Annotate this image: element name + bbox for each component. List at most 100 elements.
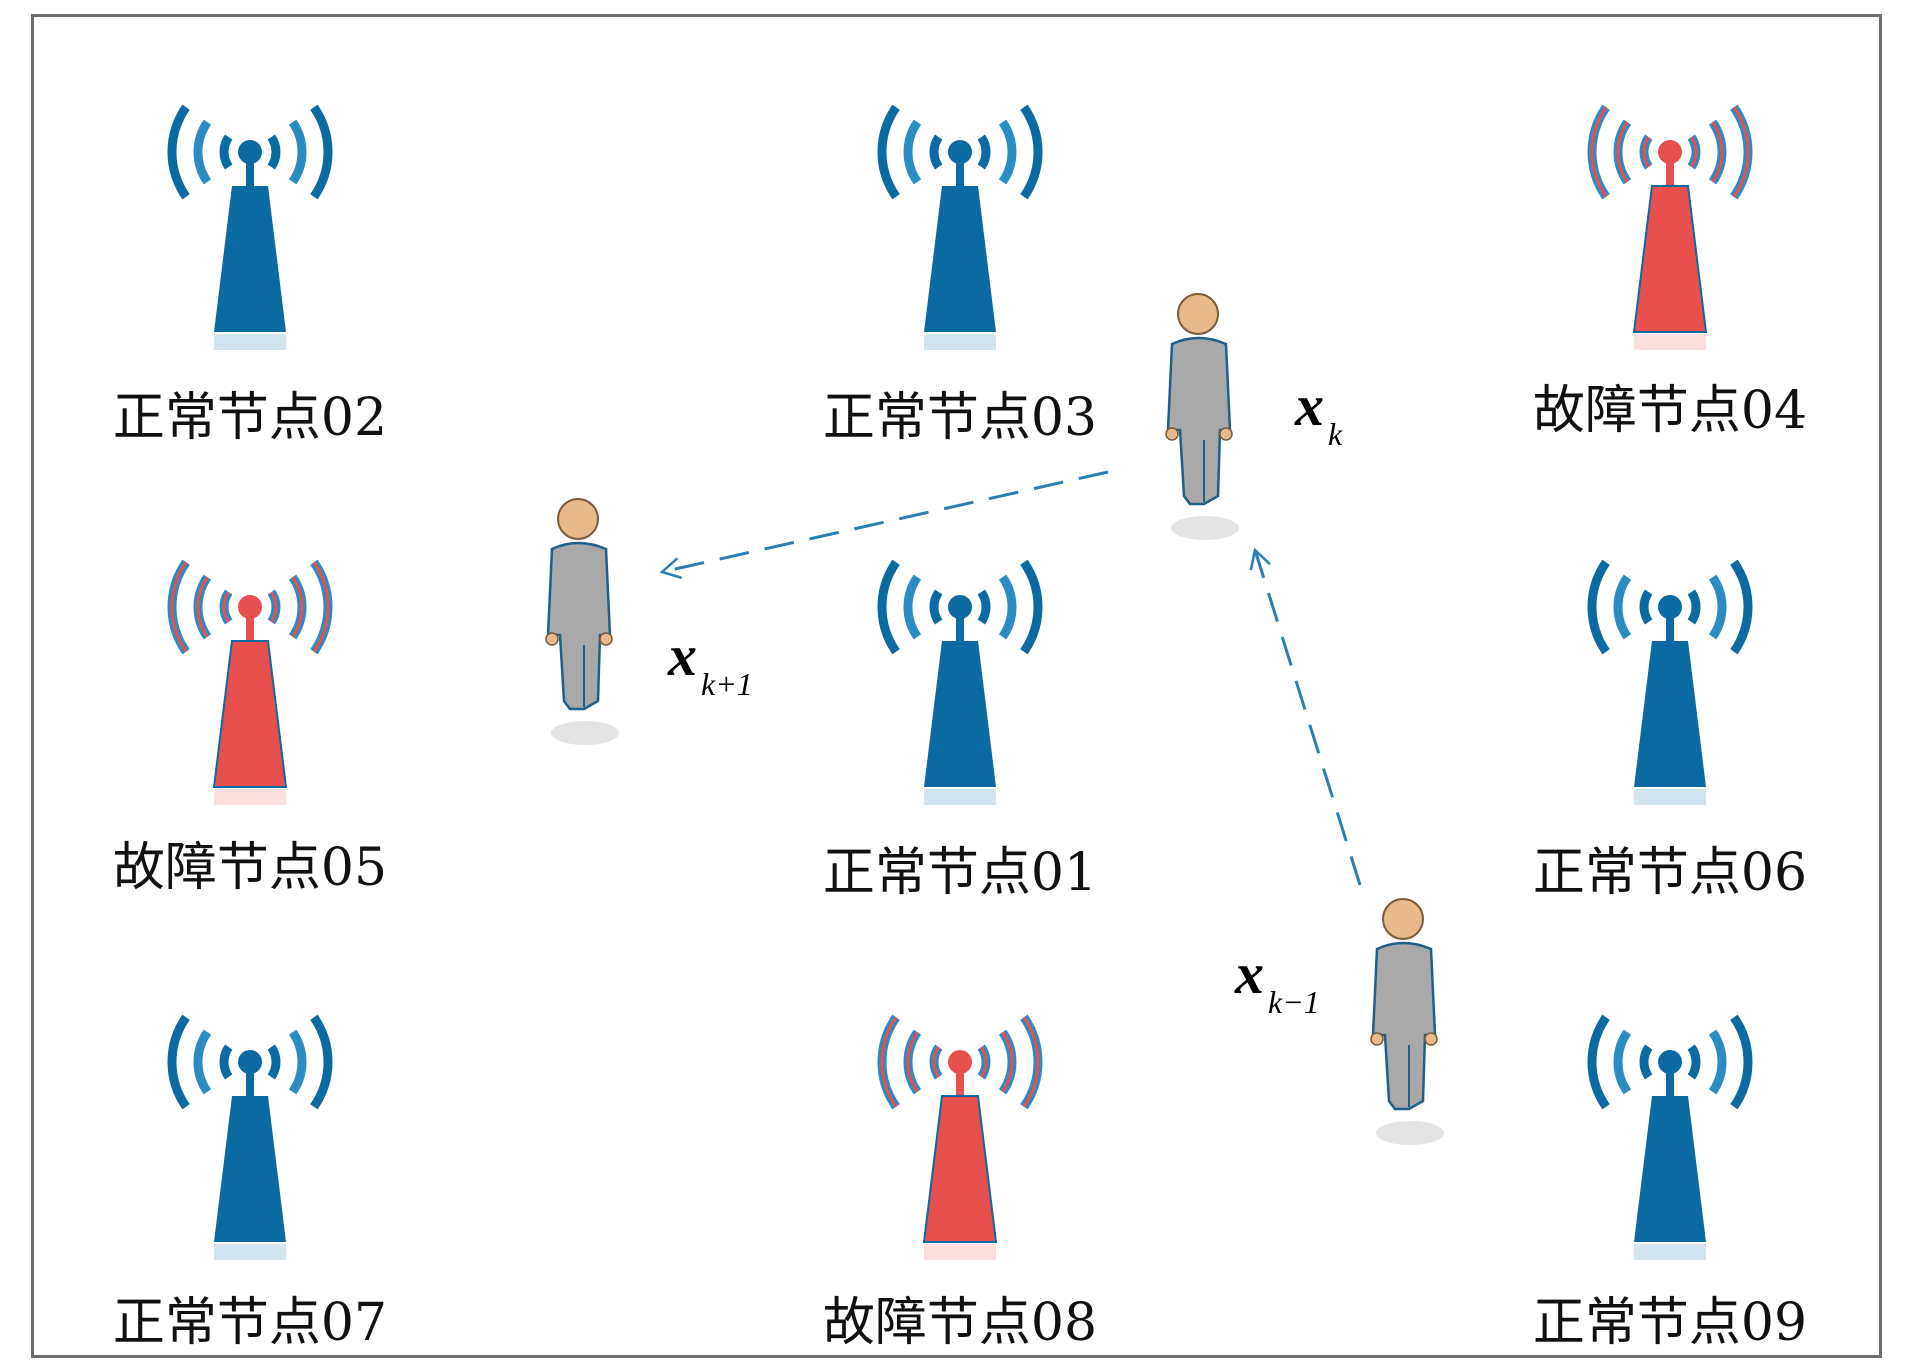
node-label: 故障节点04 <box>1532 381 1808 441</box>
person-figure <box>1165 293 1239 540</box>
fault-wave-stripe <box>222 591 230 623</box>
tower-body <box>214 1096 286 1242</box>
fault-wave-stripe <box>1022 1016 1040 1108</box>
node-label: 正常节点03 <box>822 388 1098 448</box>
signal-wave <box>193 119 212 185</box>
signal-wave <box>1613 574 1632 640</box>
signal-wave <box>193 1029 212 1095</box>
fault-wave-stripe <box>1590 106 1608 198</box>
signal-wave <box>1730 559 1753 655</box>
tower-body <box>212 640 288 788</box>
arrow-current-to-next <box>659 470 1109 580</box>
node-label: 正常节点01 <box>822 843 1098 903</box>
mast <box>1666 607 1674 643</box>
shadow <box>551 721 619 745</box>
tower-reflection <box>214 334 286 350</box>
antenna-head <box>1658 595 1682 619</box>
signal-wave <box>288 1029 307 1095</box>
tower-body <box>1634 1096 1706 1242</box>
antenna-head <box>238 1050 262 1074</box>
fault-wave-stripe <box>1616 121 1629 183</box>
antenna-head <box>948 140 972 164</box>
signal-wave <box>998 119 1017 185</box>
signal-wave <box>929 589 943 625</box>
hand <box>1219 427 1233 441</box>
hand <box>1424 1032 1438 1046</box>
signal-wave <box>1020 559 1043 655</box>
normal-tower-icon <box>167 1014 333 1260</box>
antenna-head <box>238 595 262 619</box>
tower-body <box>924 186 996 332</box>
node-05: 故障节点05 <box>113 545 387 898</box>
hand <box>1165 427 1179 441</box>
signal-wave <box>1639 589 1653 625</box>
signal-wave <box>998 574 1017 640</box>
signal-wave <box>167 104 190 200</box>
fault-wave-stripe <box>312 561 330 653</box>
signal-wave <box>219 1044 233 1080</box>
head <box>557 498 599 540</box>
antenna-head <box>1658 1050 1682 1074</box>
antenna-head <box>948 595 972 619</box>
fault-tower-icon <box>1587 104 1753 350</box>
mast <box>956 152 964 188</box>
antenna-head <box>948 1050 972 1074</box>
tower-reflection <box>924 789 996 805</box>
tower-reflection <box>1634 334 1706 350</box>
shadow <box>1376 1121 1444 1145</box>
fault-wave-stripe <box>1642 136 1650 168</box>
body <box>1371 941 1437 1111</box>
fault-wave-stripe <box>932 1046 940 1078</box>
mast <box>1666 152 1674 188</box>
fault-tower-icon <box>877 1014 1043 1260</box>
tower-reflection <box>214 1244 286 1260</box>
fault-wave-stripe <box>291 576 304 638</box>
fault-wave-stripe <box>980 1046 988 1078</box>
fault-wave-stripe <box>906 1031 919 1093</box>
arrow-prev-to-current <box>1249 547 1362 886</box>
signal-wave <box>1639 1044 1653 1080</box>
signal-wave <box>310 104 333 200</box>
tower-reflection <box>924 1244 996 1260</box>
node-label: 正常节点06 <box>1532 843 1808 903</box>
fault-tower-icon <box>167 559 333 805</box>
shadow <box>1171 516 1239 540</box>
mast <box>246 152 254 188</box>
tower-reflection <box>1634 789 1706 805</box>
node-label: 正常节点02 <box>112 388 388 448</box>
node-06: 正常节点06 <box>1533 545 1807 903</box>
hand <box>1370 1032 1384 1046</box>
tower-reflection <box>924 334 996 350</box>
node-01: 正常节点01 <box>823 545 1097 903</box>
fault-wave-stripe <box>880 1016 898 1108</box>
signal-wave <box>977 589 991 625</box>
signal-wave <box>877 559 900 655</box>
node-label: 正常节点09 <box>1532 1293 1808 1353</box>
state-subscript: k <box>1328 416 1343 452</box>
node-label: 正常节点07 <box>112 1293 388 1353</box>
signal-wave <box>1587 559 1610 655</box>
tower-body <box>1632 185 1708 333</box>
normal-tower-icon <box>877 104 1043 350</box>
signal-wave <box>903 574 922 640</box>
state-symbol: x <box>1295 373 1324 438</box>
hand <box>599 632 613 646</box>
signal-wave <box>1708 1029 1727 1095</box>
mast <box>1666 1062 1674 1098</box>
node-07: 正常节点07 <box>113 1000 387 1353</box>
signal-wave <box>877 104 900 200</box>
tower-body <box>924 641 996 787</box>
signal-wave <box>267 1044 281 1080</box>
person-figure <box>1370 898 1444 1145</box>
tower-body <box>922 1095 998 1243</box>
tower-reflection <box>214 789 286 805</box>
fault-wave-stripe <box>196 576 209 638</box>
normal-tower-icon <box>1587 559 1753 805</box>
signal-wave <box>1020 104 1043 200</box>
state-subscript: k+1 <box>701 666 753 702</box>
signal-wave <box>929 134 943 170</box>
state-symbol: x <box>1235 941 1264 1006</box>
